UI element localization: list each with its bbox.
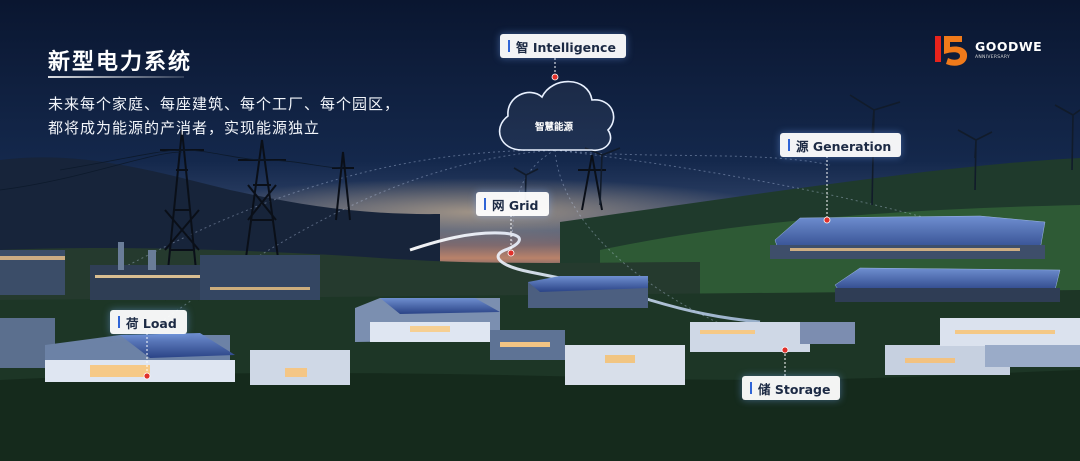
tag-accent-bar [750, 382, 752, 394]
page-title: 新型电力系统 [48, 50, 193, 75]
factory-left [0, 242, 320, 300]
cloud-label: 智慧能源 [534, 122, 573, 133]
marker-dots [143, 73, 831, 380]
generation-tag: 源 Generation [780, 133, 902, 157]
description-line-2: 都将成为能源的产消者，实现能源独立 [48, 119, 321, 137]
middle-buildings [355, 276, 685, 385]
brand-subtitle: ANNIVERSARY [975, 55, 1011, 60]
tag-accent-bar [508, 40, 510, 52]
tag-accent-bar [788, 139, 790, 151]
grid-road [409, 231, 761, 324]
grid-tag: 网 Grid [476, 192, 549, 216]
solar-panel-icon [770, 215, 1061, 302]
brand-name: GOODWE [975, 39, 1043, 54]
page-description: 未来每个家庭、每座建筑、每个工厂、每个园区， 都将成为能源的产消者，实现能源独立 [48, 92, 400, 140]
grid-label: 网 Grid [492, 197, 539, 213]
load-tag: 荷 Load [110, 310, 187, 334]
generation-label: 源 Generation [796, 138, 892, 154]
intelligence-label: 智 Intelligence [516, 39, 616, 55]
load-label: 荷 Load [126, 315, 177, 331]
cloud-icon [498, 80, 615, 152]
description-line-1: 未来每个家庭、每座建筑、每个工厂、每个园区， [48, 95, 401, 113]
intelligence-tag: 智 Intelligence [500, 34, 626, 58]
connector-lines [146, 58, 828, 376]
storage-tag: 储 Storage [742, 376, 841, 400]
load-buildings [0, 318, 350, 385]
brand-logo: GOODWE ANNIVERSARY [932, 30, 1048, 70]
storage-buildings [690, 318, 1080, 375]
storage-label: 储 Storage [758, 381, 831, 397]
tag-accent-bar [484, 198, 486, 210]
wind-turbine-icon [513, 94, 1080, 211]
tag-accent-bar [118, 316, 120, 328]
title-underline [48, 76, 184, 78]
logo-mark-icon [935, 36, 968, 66]
